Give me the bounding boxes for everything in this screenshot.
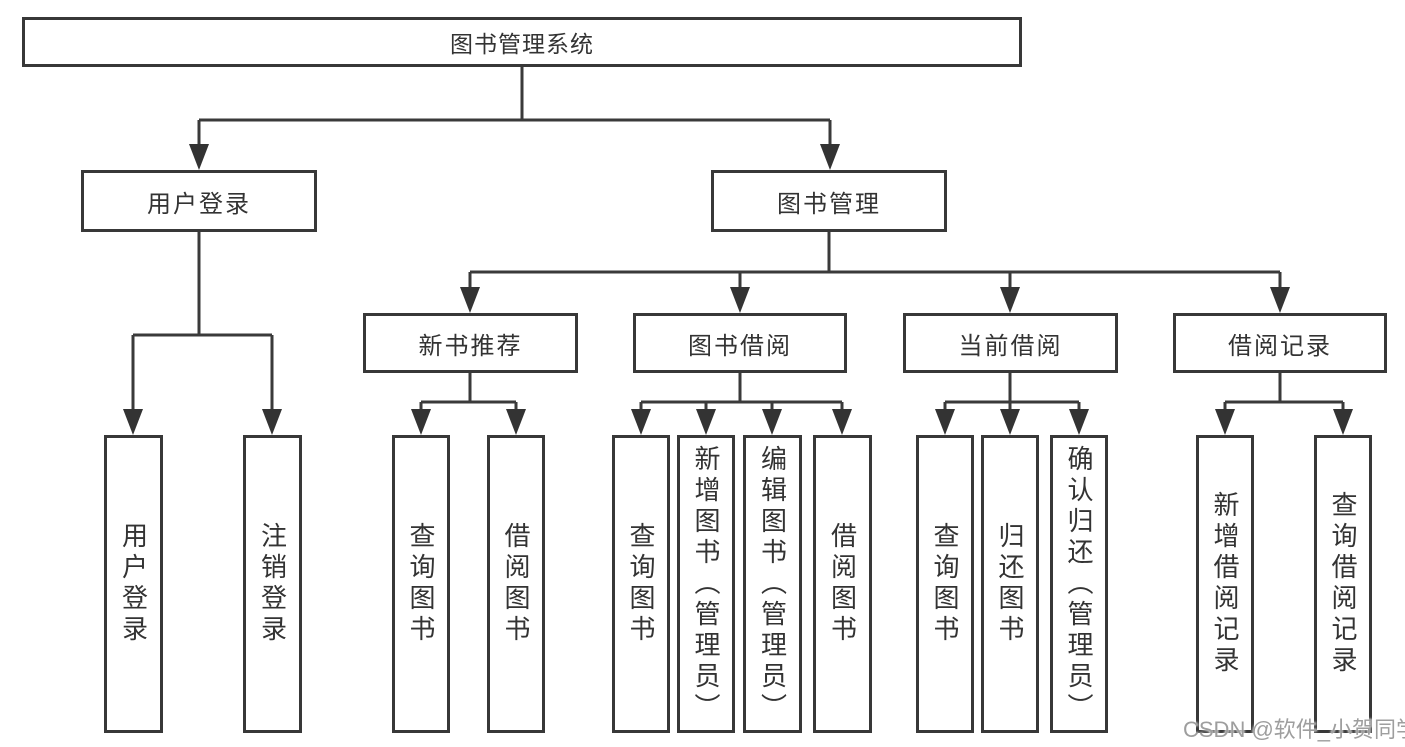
leaf-label: 确认归还（管理员） <box>1064 444 1094 724</box>
leaf-add-borrow-record: 新增借阅记录 <box>1196 435 1254 733</box>
node-label: 当前借阅 <box>958 332 1063 360</box>
node-borrowing-records: 借阅记录 <box>1173 313 1387 373</box>
leaf-return-books: 归还图书 <box>981 435 1039 733</box>
leaf-label: 借阅图书 <box>827 522 858 646</box>
node-label: 图书管理 <box>777 190 881 218</box>
leaf-add-books-admin: 新增图书（管理员） <box>677 435 735 733</box>
leaf-label: 注销登录 <box>257 522 288 646</box>
leaf-label: 新增借阅记录 <box>1210 491 1240 677</box>
leaf-edit-books-admin: 编辑图书（管理员） <box>743 435 802 733</box>
leaf-query-borrow-record: 查询借阅记录 <box>1314 435 1372 733</box>
leaf-label: 查询图书 <box>930 522 960 646</box>
node-label: 图书借阅 <box>688 332 792 360</box>
node-label: 图书管理系统 <box>450 31 594 57</box>
node-book-borrowing: 图书借阅 <box>633 313 847 373</box>
node-label: 新书推荐 <box>418 332 523 360</box>
leaf-label: 借阅图书 <box>501 522 531 646</box>
leaf-label: 用户登录 <box>118 522 149 646</box>
leaf-label: 归还图书 <box>995 522 1025 646</box>
node-book-management: 图书管理 <box>711 170 947 232</box>
node-new-book-recommend: 新书推荐 <box>363 313 578 373</box>
leaf-borrow-books: 借阅图书 <box>813 435 872 733</box>
leaf-label: 新增图书（管理员） <box>691 444 721 724</box>
node-label: 借阅记录 <box>1228 332 1332 360</box>
leaf-user-login: 用户登录 <box>104 435 163 733</box>
csdn-watermark: CSDN @软件_小贺同学 <box>1183 717 1405 742</box>
node-user-login: 用户登录 <box>81 170 317 232</box>
leaf-query-books-recommend: 查询图书 <box>392 435 450 733</box>
leaf-query-books-current: 查询图书 <box>916 435 974 733</box>
node-current-borrowing: 当前借阅 <box>903 313 1118 373</box>
leaf-label: 查询借阅记录 <box>1328 491 1358 677</box>
leaf-label: 查询图书 <box>626 522 656 646</box>
leaf-confirm-return-admin: 确认归还（管理员） <box>1050 435 1108 733</box>
leaf-label: 查询图书 <box>406 522 436 646</box>
node-library-management-system: 图书管理系统 <box>22 17 1022 67</box>
leaf-query-books-borrowing: 查询图书 <box>612 435 670 733</box>
leaf-label: 编辑图书（管理员） <box>757 444 788 724</box>
leaf-logout: 注销登录 <box>243 435 302 733</box>
node-label: 用户登录 <box>147 190 251 218</box>
leaf-borrow-books-recommend: 借阅图书 <box>487 435 545 733</box>
